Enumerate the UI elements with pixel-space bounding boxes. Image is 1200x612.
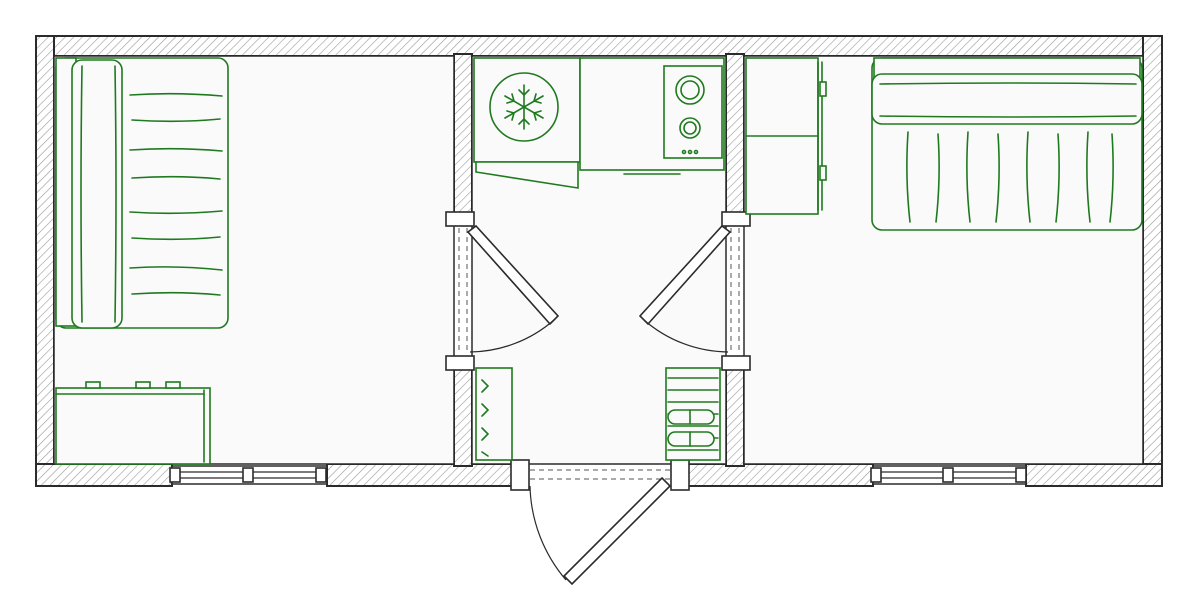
bottom-wall-left bbox=[35, 463, 173, 487]
fridge bbox=[473, 57, 581, 189]
bottom-wall-mid-right bbox=[686, 463, 874, 487]
shoe-rack bbox=[665, 367, 721, 461]
bottom-wall-mid-left bbox=[326, 463, 514, 487]
fridge-door bbox=[475, 161, 579, 189]
left-wall bbox=[35, 35, 55, 487]
door-right-bedroom[interactable] bbox=[638, 211, 751, 371]
shoes-icon bbox=[667, 409, 715, 447]
left-partition-bottom bbox=[453, 359, 473, 467]
burner-icon bbox=[675, 75, 705, 155]
top-wall bbox=[35, 35, 1163, 57]
bed-right-mattress bbox=[871, 73, 1143, 125]
bottom-wall-right bbox=[1025, 463, 1163, 487]
bed-left-mattress bbox=[71, 59, 123, 329]
bed-left bbox=[55, 57, 229, 329]
window-right bbox=[870, 465, 1027, 485]
bed-right bbox=[871, 57, 1143, 231]
right-wall bbox=[1142, 35, 1163, 487]
wardrobe-right bbox=[745, 57, 827, 215]
left-partition-top bbox=[453, 53, 473, 223]
coat-rack bbox=[475, 367, 513, 461]
kitchen-counter bbox=[579, 57, 725, 175]
snowflake-icon bbox=[504, 84, 544, 130]
right-partition-top bbox=[725, 53, 745, 223]
sideboard-left bbox=[55, 381, 211, 465]
door-left-bedroom[interactable] bbox=[445, 211, 560, 371]
right-partition-bottom bbox=[725, 359, 745, 467]
window-left bbox=[169, 465, 328, 485]
entrance-door[interactable] bbox=[510, 459, 690, 586]
